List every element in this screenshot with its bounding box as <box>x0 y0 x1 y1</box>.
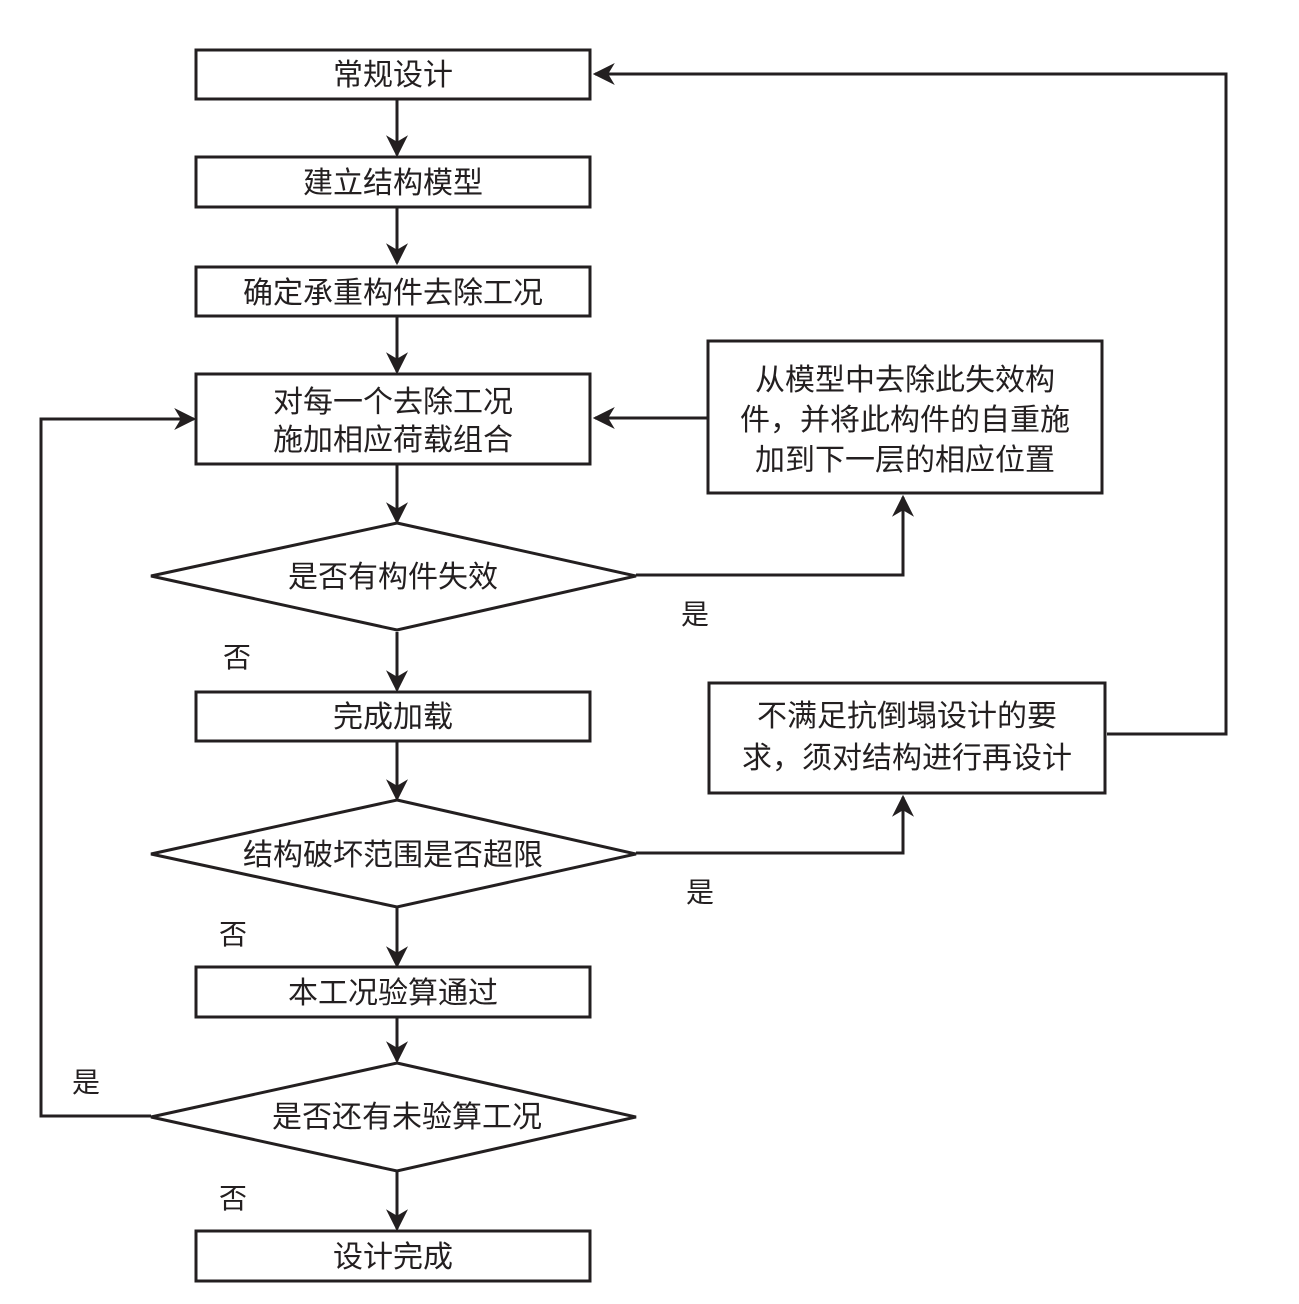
node-remove-failed-member: 从模型中去除此失效构 件，并将此构件的自重施 加到下一层的相应位置 <box>706 339 1104 495</box>
node-label-line-2: 求，须对结构进行再设计 <box>742 741 1072 776</box>
arrow-damage-yes-to-redesign <box>636 794 914 855</box>
connectors <box>39 63 1228 1232</box>
decision-label: 结构破坏范围是否超限 <box>243 838 543 873</box>
arrow-remaining-yes-to-loads <box>39 408 197 1118</box>
node-label-line-1: 从模型中去除此失效构 <box>755 363 1055 398</box>
node-redesign: 不满足抗倒塌设计的要 求，须对结构进行再设计 <box>707 681 1107 795</box>
edge-label-failure-no: 否 <box>223 641 251 674</box>
node-label-line-3: 加到下一层的相应位置 <box>755 443 1055 478</box>
node-label: 常规设计 <box>333 58 453 93</box>
node-label: 本工况验算通过 <box>288 976 498 1011</box>
decision-label: 是否有构件失效 <box>288 560 498 595</box>
decision-check-damage: 结构破坏范围是否超限 <box>150 798 637 909</box>
node-label: 建立结构模型 <box>303 166 483 201</box>
node-apply-loads: 对每一个去除工况 施加相应荷载组合 <box>194 372 592 466</box>
node-label: 设计完成 <box>333 1240 453 1275</box>
node-label: 确定承重构件去除工况 <box>243 276 543 311</box>
node-determine-cases: 确定承重构件去除工况 <box>194 265 592 318</box>
decision-check-failure: 是否有构件失效 <box>150 521 637 632</box>
edge-label-remaining-yes: 是 <box>72 1066 100 1099</box>
node-label-line-1: 对每一个去除工况 <box>273 385 513 420</box>
edge-label-damage-no: 否 <box>219 918 247 951</box>
edge-label-damage-yes: 是 <box>686 876 714 909</box>
node-design-complete: 设计完成 <box>194 1229 592 1283</box>
node-build-model: 建立结构模型 <box>194 155 592 209</box>
arrow-failure-yes-to-remove <box>636 494 914 577</box>
node-case-passed: 本工况验算通过 <box>194 965 592 1019</box>
node-label-line-1: 不满足抗倒塌设计的要 <box>757 699 1057 734</box>
node-label: 完成加载 <box>333 700 453 735</box>
arrow-redesign-to-conventional <box>592 63 1228 736</box>
edge-label-failure-yes: 是 <box>681 598 709 631</box>
decision-label: 是否还有未验算工况 <box>272 1100 542 1135</box>
edge-label-remaining-no: 否 <box>219 1182 247 1215</box>
node-conventional-design: 常规设计 <box>194 48 592 101</box>
node-label-line-2: 件，并将此构件的自重施 <box>740 403 1070 438</box>
node-finish-loading: 完成加载 <box>194 690 592 743</box>
decision-check-remaining: 是否还有未验算工况 <box>150 1061 637 1173</box>
node-label-line-2: 施加相应荷载组合 <box>273 423 513 458</box>
